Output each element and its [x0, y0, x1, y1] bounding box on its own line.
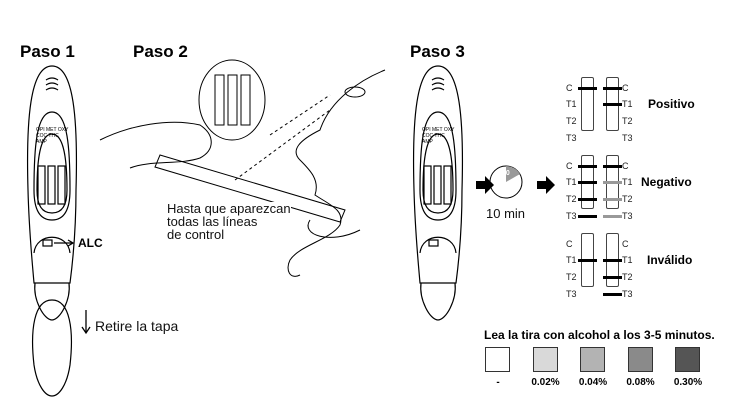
strip-label: T1	[566, 99, 577, 109]
alcohol-swatch	[675, 347, 700, 372]
timer-elapsed-wedge	[506, 165, 520, 182]
text-line: todas las líneas	[167, 214, 258, 229]
strip-label: T3	[566, 289, 577, 299]
step3-title: Paso 3	[410, 42, 465, 61]
strip-label: C	[566, 83, 573, 93]
strip-line-T3	[603, 293, 622, 296]
label: COC THC	[36, 133, 59, 139]
strip-label: T2	[566, 194, 577, 204]
right-arrow-icon	[537, 176, 555, 194]
result-label: Inválido	[647, 253, 693, 267]
device3-labels: OPI MET OXY COC THC AMP	[422, 127, 454, 145]
strip-label: C	[622, 83, 629, 93]
strip-label: T3	[622, 211, 633, 221]
strip-label: T3	[566, 211, 577, 221]
strip-label: T3	[622, 133, 633, 143]
strip-line-T2	[578, 198, 597, 201]
label: OPI MET OXY	[36, 127, 69, 133]
strip-label: T1	[622, 255, 633, 265]
strip-label: C	[622, 161, 629, 171]
alcohol-swatch	[532, 347, 558, 372]
strip-label: T2	[622, 116, 633, 126]
strip-line-C	[603, 165, 622, 168]
strip-label: T1	[622, 177, 633, 187]
result-label: Negativo	[641, 175, 692, 189]
alcohol-swatch-label: 0.30%	[673, 377, 703, 388]
alcohol-swatch	[485, 347, 510, 372]
alcohol-swatch-label: -	[496, 377, 500, 388]
strip-label: T1	[622, 99, 633, 109]
alcohol-swatch-label: 0.04%	[578, 377, 608, 388]
strip-line-T2	[603, 276, 622, 279]
label: OPI MET OXY	[422, 127, 455, 133]
strip-line-T2	[603, 198, 622, 201]
result-label: Positivo	[648, 97, 695, 111]
device1-labels: OPI MET OXY COC THC AMP	[36, 127, 68, 145]
strip-line-T3	[578, 215, 597, 218]
strip-line-T3	[603, 215, 622, 218]
strip-label: C	[566, 239, 573, 249]
step2-title: Paso 2	[133, 42, 188, 61]
arrow-icon	[54, 239, 75, 247]
strip-label: T1	[566, 255, 577, 265]
strip-line-C	[603, 87, 622, 90]
label: COC THC	[422, 133, 445, 139]
strip-line-T1	[578, 259, 597, 262]
strip-label: C	[566, 161, 573, 171]
strip-line-T1	[603, 103, 622, 106]
strip-line-T1	[603, 181, 622, 184]
right-arrow-icon	[476, 176, 494, 194]
strip-label: T3	[566, 133, 577, 143]
strip-label: T2	[566, 272, 577, 282]
down-arrow-icon	[81, 310, 91, 335]
strip-label: T2	[622, 272, 633, 282]
timer-label: 10 min	[486, 206, 526, 221]
alcohol-swatch-label: 0.02%	[531, 377, 560, 388]
timer-value: 10	[502, 170, 510, 177]
step1-title: Paso 1	[20, 42, 75, 61]
label: AMP	[36, 139, 47, 145]
strip-line-T1	[578, 181, 597, 184]
alcohol-swatch-label: 0.08%	[626, 377, 655, 388]
label: AMP	[422, 139, 433, 145]
cap-icon	[32, 299, 72, 397]
strip-label: T1	[566, 177, 577, 187]
hand-strip-face-illustration	[99, 59, 386, 277]
strip-line-C	[578, 87, 597, 90]
test-device-icon	[26, 65, 78, 321]
text-line: Hasta que aparezcan	[167, 201, 291, 216]
cap-instruction: Retire la tapa	[95, 318, 179, 334]
strip-line-C	[578, 165, 597, 168]
alc-label: ALC	[78, 236, 103, 250]
strip-label: T2	[622, 194, 633, 204]
alcohol-swatch	[627, 347, 653, 372]
text-line: de control	[167, 227, 225, 242]
strip-line-T1	[603, 259, 622, 262]
strip-label: T2	[566, 116, 577, 126]
alcohol-title: Lea la tira con alcohol a los 3-5 minuto…	[484, 328, 715, 342]
strip-label: T3	[622, 289, 633, 299]
alcohol-swatch	[580, 347, 605, 372]
test-strip-left	[581, 77, 594, 131]
strip-label: C	[622, 239, 629, 249]
step2-text: Hasta que aparezcan todas las líneas de …	[167, 202, 291, 241]
